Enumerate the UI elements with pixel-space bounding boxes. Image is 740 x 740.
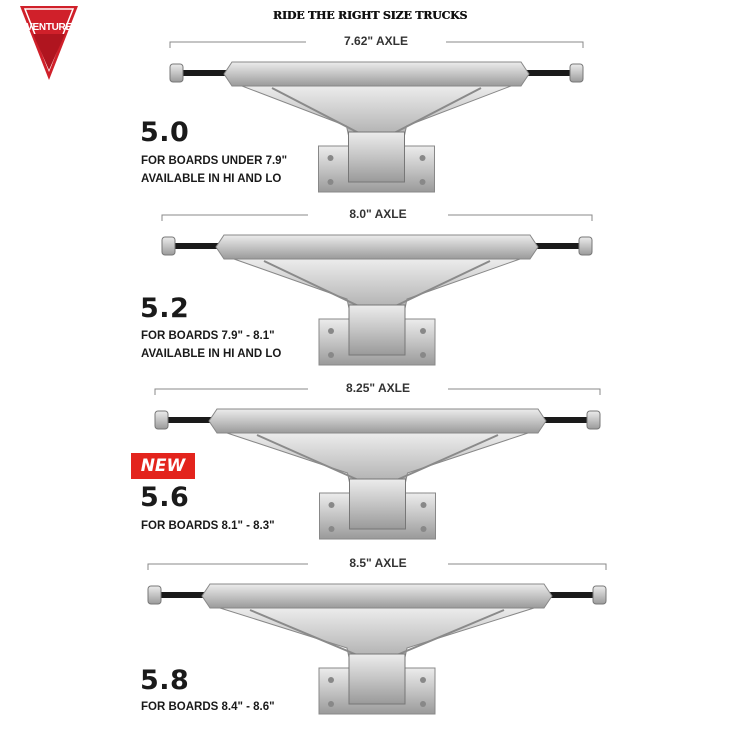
axle-nut-right: [592, 585, 607, 605]
truck-size: 5.8: [140, 665, 190, 696]
truck-availability-text: AVAILABLE IN HI AND LO: [141, 173, 282, 185]
baseplate-hole: [328, 677, 334, 683]
axle-nut-left: [161, 236, 176, 256]
truck-size: 5.2: [140, 293, 190, 324]
baseplate-hole: [328, 701, 334, 707]
hanger-ribs: [249, 609, 505, 661]
truck-image: [161, 214, 593, 366]
axle-nut-left: [154, 410, 169, 430]
baseplate-hole: [420, 502, 427, 508]
baseplate-hole: [420, 328, 426, 334]
venture-v-logo-icon: [20, 6, 78, 80]
axle-nut-right: [578, 236, 593, 256]
axle-nut-right: [569, 63, 584, 83]
kingpin-block: [348, 304, 406, 356]
hanger-ribs: [263, 260, 491, 312]
axle-label: 8.5" AXLE: [308, 556, 448, 570]
hanger-ribs: [256, 434, 499, 486]
page-title: RIDE THE RIGHT SIZE TRUCKS: [272, 9, 468, 22]
new-badge: NEW: [131, 453, 195, 479]
kingpin-block: [349, 478, 406, 530]
baseplate-hole: [419, 179, 426, 185]
kingpin-block: [348, 653, 406, 705]
baseplate-hole: [327, 179, 334, 185]
baseplate-hole: [328, 352, 334, 358]
truck-section-5-6: 8.25" AXLE NEW 5.6 FOR BOARDS 8.1" - 8.3…: [0, 381, 740, 551]
baseplate-hole: [327, 155, 334, 161]
hanger-bar: [223, 61, 530, 87]
hanger-bar: [201, 583, 553, 609]
hanger-bar: [208, 408, 547, 434]
baseplate-hole: [419, 155, 426, 161]
axle-label: 7.62" AXLE: [306, 34, 446, 48]
baseplate-hole: [328, 502, 335, 508]
baseplate-hole: [420, 677, 426, 683]
axle-nut-right: [586, 410, 601, 430]
baseplate-hole: [328, 328, 334, 334]
truck-section-5-2: 8.0" AXLE 5.2 FOR BOARDS 7.9" - 8.1" AVA…: [0, 207, 740, 377]
truck-fit-text: FOR BOARDS UNDER 7.9": [141, 155, 288, 167]
truck-image: [154, 388, 601, 540]
truck-fit-text: FOR BOARDS 8.1" - 8.3": [141, 520, 275, 532]
baseplate-hole: [420, 526, 427, 532]
baseplate-hole: [328, 526, 335, 532]
hanger-ribs: [271, 87, 482, 139]
truck-section-5-0: 7.62" AXLE 5.0 FOR BOARDS UNDER 7.9" AVA…: [0, 34, 740, 204]
axle-nut-left: [169, 63, 184, 83]
truck-fit-text: FOR BOARDS 7.9" - 8.1": [141, 330, 275, 342]
axle-label: 8.25" AXLE: [308, 381, 448, 395]
logo-text: VENTURE: [26, 22, 72, 33]
truck-section-5-8: 8.5" AXLE 5.8 FOR BOARDS 8.4" - 8.6": [0, 556, 740, 740]
hanger-bar: [215, 234, 539, 260]
kingpin-block: [348, 131, 405, 183]
truck-image: [169, 41, 584, 193]
baseplate-hole: [420, 701, 426, 707]
baseplate-hole: [420, 352, 426, 358]
axle-nut-left: [147, 585, 162, 605]
truck-image: [147, 563, 607, 715]
venture-logo: VENTURE: [18, 4, 80, 82]
axle-label: 8.0" AXLE: [308, 207, 448, 221]
truck-size: 5.0: [140, 117, 190, 148]
truck-size: 5.6: [140, 482, 190, 513]
truck-availability-text: AVAILABLE IN HI AND LO: [141, 348, 282, 360]
truck-fit-text: FOR BOARDS 8.4" - 8.6": [141, 701, 275, 713]
